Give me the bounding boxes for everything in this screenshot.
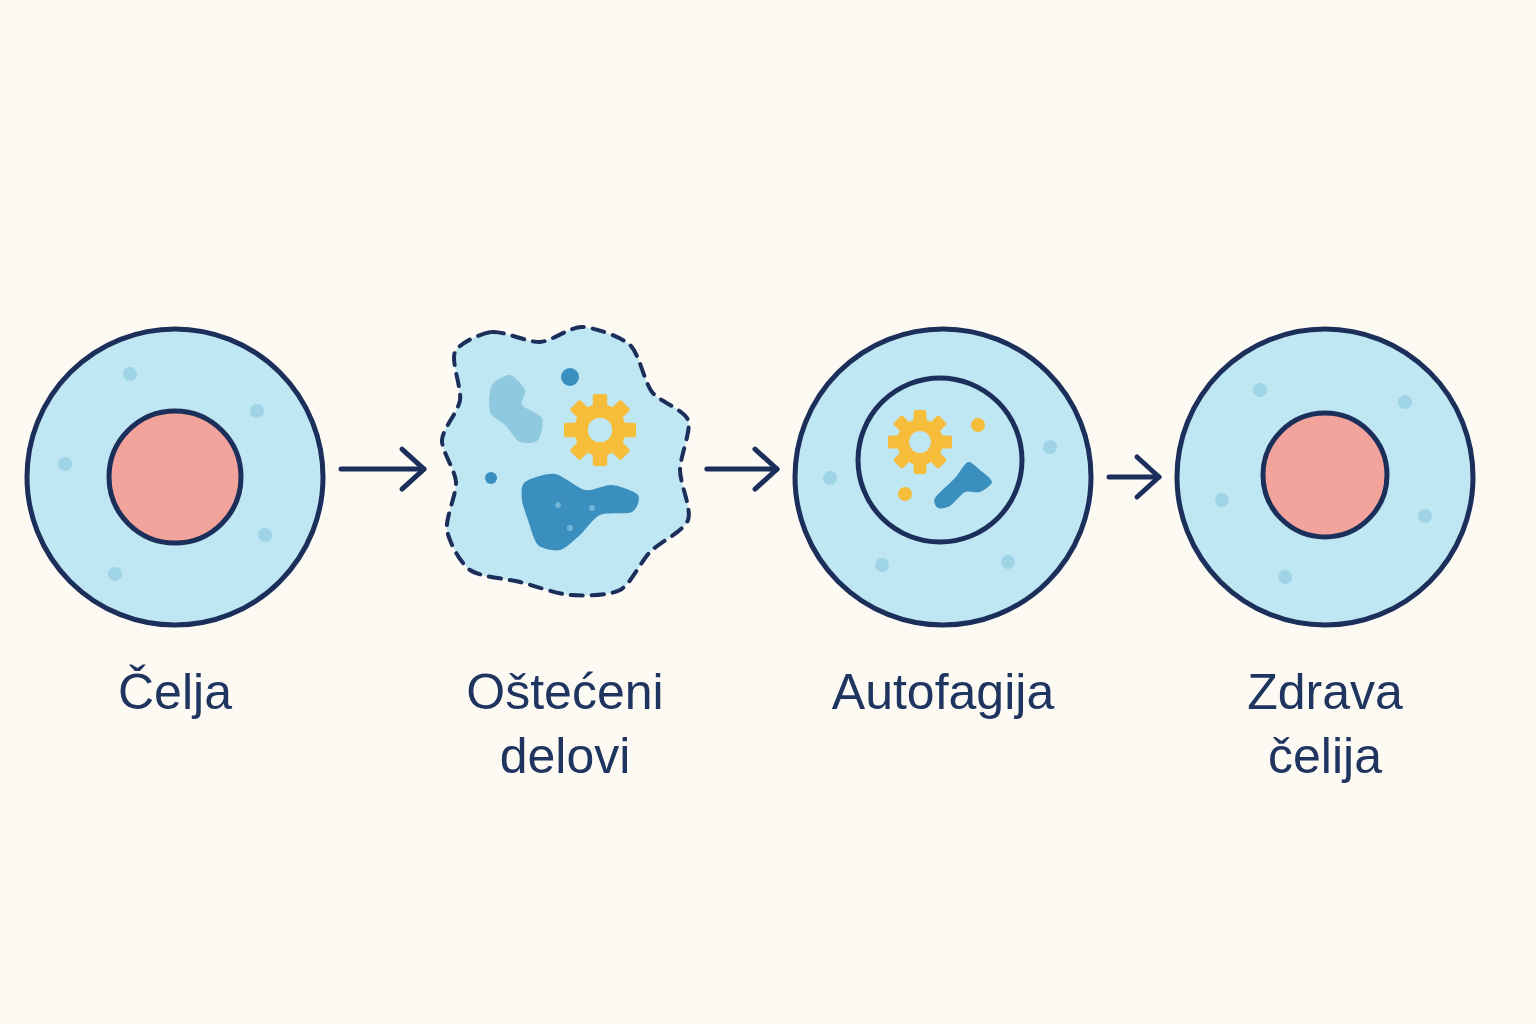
organelle-dot bbox=[823, 471, 837, 485]
damaged-organelle bbox=[522, 474, 639, 551]
cell-membrane bbox=[1177, 329, 1473, 625]
cell-node: Čelja bbox=[20, 325, 330, 724]
cell-shape bbox=[1170, 325, 1480, 635]
organelle-dot bbox=[485, 472, 497, 484]
gear-hole bbox=[588, 418, 612, 442]
organelle-dot bbox=[258, 528, 272, 542]
organelle-dot bbox=[1001, 555, 1015, 569]
arrow-head bbox=[402, 449, 424, 489]
gear-icon bbox=[564, 394, 636, 466]
arrow-connector bbox=[341, 449, 424, 489]
damaged-organelle bbox=[489, 375, 543, 443]
cell-membrane bbox=[27, 329, 323, 625]
organelle-dot bbox=[58, 457, 72, 471]
organelle-dot bbox=[898, 487, 912, 501]
cell-label: Oštećeni delovi bbox=[440, 660, 690, 788]
arrow-connector bbox=[707, 449, 777, 489]
organelle-dot bbox=[555, 502, 561, 508]
cell-illustration bbox=[1177, 329, 1473, 625]
gear-body bbox=[897, 419, 943, 465]
organelle-dot bbox=[971, 418, 985, 432]
organelle-dot bbox=[1418, 509, 1432, 523]
damaged-organelle bbox=[934, 462, 992, 509]
cell-label: Autofagija bbox=[793, 660, 1093, 724]
gear-hole bbox=[909, 431, 931, 453]
cell-illustration bbox=[27, 329, 323, 625]
organelle-dot bbox=[1215, 493, 1229, 507]
arrow-shaft bbox=[341, 467, 424, 472]
cell-shape bbox=[788, 325, 1098, 635]
organelle-dot bbox=[123, 367, 137, 381]
cell-node: Oštećeni delovi bbox=[410, 315, 720, 788]
organelle-dot bbox=[1253, 383, 1267, 397]
cell-node: Autofagija bbox=[788, 325, 1098, 724]
cell-illustration bbox=[442, 327, 689, 595]
cell-shape bbox=[410, 315, 720, 615]
cell-node: Zdrava čelija bbox=[1170, 325, 1480, 788]
nucleus bbox=[1263, 413, 1387, 537]
arrow-shaft bbox=[1109, 475, 1159, 480]
organelle-dot bbox=[1278, 570, 1292, 584]
cell-label: Čelja bbox=[25, 660, 325, 724]
organelle-dot bbox=[589, 505, 595, 511]
arrow-head bbox=[1137, 457, 1159, 497]
organelle-dot bbox=[108, 567, 122, 581]
organelle-dot bbox=[567, 525, 573, 531]
nucleus bbox=[109, 411, 241, 543]
gear-icon bbox=[888, 410, 952, 474]
cell-label: Zdrava čelija bbox=[1205, 660, 1445, 788]
arrow-shaft bbox=[707, 467, 777, 472]
cell-illustration bbox=[795, 329, 1091, 625]
organelle-dot bbox=[250, 404, 264, 418]
organelle-dot bbox=[1043, 440, 1057, 454]
arrow-head bbox=[755, 449, 777, 489]
organelle-dot bbox=[561, 368, 579, 386]
gear-body bbox=[574, 404, 626, 456]
autophagosome bbox=[858, 378, 1022, 542]
cell-shape bbox=[20, 325, 330, 635]
cell-membrane bbox=[795, 329, 1091, 625]
organelle-dot bbox=[875, 558, 889, 572]
organelle-dot bbox=[1398, 395, 1412, 409]
arrow-connector bbox=[1109, 457, 1159, 497]
damaged-membrane bbox=[442, 327, 689, 595]
